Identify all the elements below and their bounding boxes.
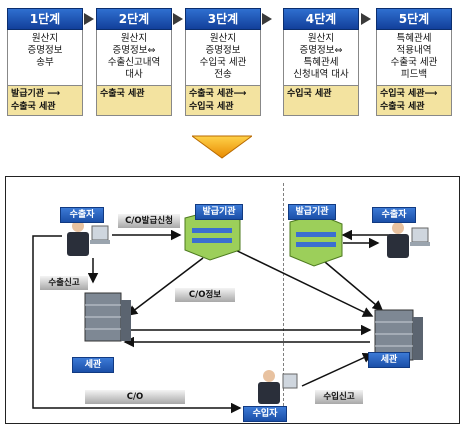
step-body: 원산지 증명정보⇔ 수출신고내역 대사 — [96, 30, 172, 86]
step-3: 3단계 원산지 증명정보 수입국 세관 전송 수출국 세관⟶ 수입국 세관 — [185, 8, 261, 116]
step-foot: 발급기관 ⟶ 수출국 세관 — [7, 86, 83, 116]
exporter-person-icon — [67, 220, 110, 256]
diagram-frame — [5, 176, 460, 424]
customs-label: 세관 — [72, 357, 114, 373]
co-request-label: C/O발급신청 — [118, 214, 180, 228]
step-title: 4단계 — [283, 8, 359, 30]
customs-building-icon — [84, 292, 131, 342]
step-1: 1단계 원산지 증명정보 송부 발급기관 ⟶ 수출국 세관 — [7, 8, 83, 116]
importer-person-icon — [258, 370, 298, 404]
import-declaration-label: 수입신고 — [315, 390, 363, 404]
step-arrow — [173, 13, 183, 25]
importer-label: 수입자 — [243, 406, 287, 422]
step-foot: 수입국 세관⟶ 수출국 세관 — [376, 86, 452, 116]
step-foot: 수입국 세관 — [283, 86, 359, 116]
customs-label: 세관 — [368, 352, 410, 368]
step-foot: 수출국 세관⟶ 수입국 세관 — [185, 86, 261, 116]
step-arrow — [84, 13, 94, 25]
co-info-label: C/O정보 — [175, 288, 235, 302]
export-declaration-label: 수출신고 — [40, 276, 88, 290]
exporter-label: 수출자 — [372, 207, 416, 223]
issuer-label: 발급기관 — [195, 204, 243, 220]
country-divider — [283, 183, 284, 421]
step-2: 2단계 원산지 증명정보⇔ 수출신고내역 대사 수출국 세관 — [96, 8, 172, 116]
issuer-label: 발급기관 — [288, 204, 336, 220]
customs-building-icon — [374, 309, 423, 361]
step-title: 5단계 — [376, 8, 452, 30]
step-5: 5단계 특혜관세 적용내역 수출국 세관 피드백 수입국 세관⟶ 수출국 세관 — [376, 8, 452, 116]
co-label: C/O — [85, 390, 185, 404]
step-foot: 수출국 세관 — [96, 86, 172, 116]
step-body: 특혜관세 적용내역 수출국 세관 피드백 — [376, 30, 452, 86]
step-body: 원산지 증명정보⇔ 특혜관세 신청내역 대사 — [283, 30, 359, 86]
down-arrow-icon — [192, 135, 252, 159]
step-title: 1단계 — [7, 8, 83, 30]
step-body: 원산지 증명정보 수입국 세관 전송 — [185, 30, 261, 86]
exporter-person-icon — [387, 222, 430, 258]
step-title: 2단계 — [96, 8, 172, 30]
step-body: 원산지 증명정보 송부 — [7, 30, 83, 86]
step-4: 4단계 원산지 증명정보⇔ 특혜관세 신청내역 대사 수입국 세관 — [283, 8, 359, 116]
step-arrow — [361, 13, 371, 25]
step-title: 3단계 — [185, 8, 261, 30]
step-arrow — [262, 13, 272, 25]
exporter-label: 수출자 — [60, 207, 104, 223]
